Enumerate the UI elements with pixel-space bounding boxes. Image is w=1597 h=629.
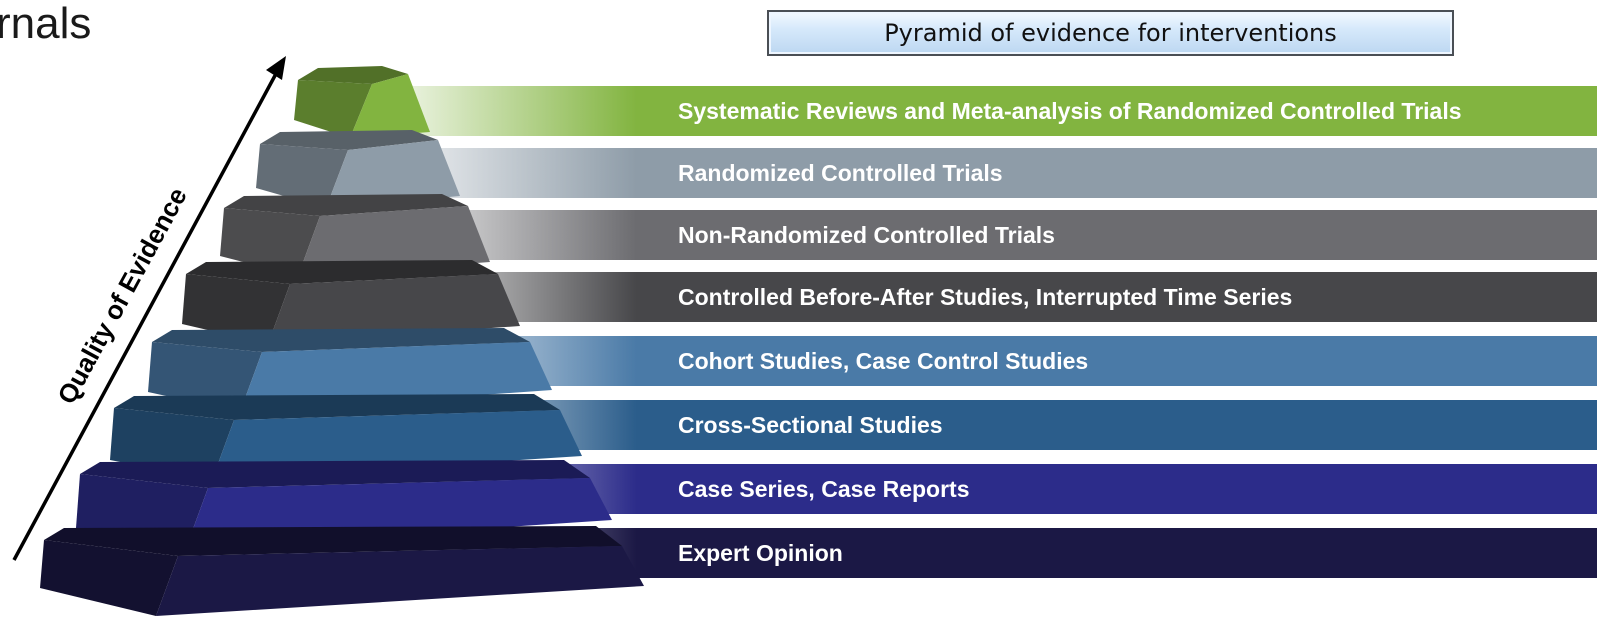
band-label-1: Systematic Reviews and Meta-analysis of … xyxy=(678,98,1462,124)
axis-arrow-head xyxy=(266,56,286,80)
bands-layer: Systematic Reviews and Meta-analysis of … xyxy=(360,86,1597,578)
pyramid-tier-right-8 xyxy=(156,546,644,616)
pyramid-tier-top-2 xyxy=(260,130,438,150)
diagram-title-box: Pyramid of evidence for interventions xyxy=(767,10,1454,56)
pyramid-tier-right-3 xyxy=(298,206,490,276)
pyramid-tier-left-1 xyxy=(294,80,372,138)
pyramid-tier-left-8 xyxy=(40,540,178,616)
pyramid-tier-left-4 xyxy=(182,274,290,344)
pyramid-tier-left-2 xyxy=(256,144,348,208)
pyramid-tier-right-2 xyxy=(326,140,460,208)
band-4 xyxy=(360,272,1597,322)
band-1 xyxy=(360,86,1597,136)
pyramid-tier-left-3 xyxy=(220,208,320,276)
band-label-3: Non-Randomized Controlled Trials xyxy=(678,222,1055,248)
band-label-7: Case Series, Case Reports xyxy=(678,476,970,502)
pyramid-tier-left-5 xyxy=(148,342,262,412)
band-8 xyxy=(360,528,1597,578)
pyramid-tier-top-1 xyxy=(298,66,408,84)
pyramid-tier-right-1 xyxy=(350,74,430,138)
pyramid-tier-top-6 xyxy=(114,394,560,420)
band-5 xyxy=(360,336,1597,386)
band-label-8: Expert Opinion xyxy=(678,540,843,566)
pyramid-tier-top-3 xyxy=(224,194,468,216)
pyramid-tier-top-4 xyxy=(186,260,498,284)
band-2 xyxy=(360,148,1597,198)
pyramid-layer xyxy=(40,66,644,616)
band-label-4: Controlled Before-After Studies, Interru… xyxy=(678,284,1292,310)
pyramid-tier-right-4 xyxy=(268,274,520,344)
band-label-2: Randomized Controlled Trials xyxy=(678,160,1003,186)
band-3 xyxy=(360,210,1597,260)
pyramid-tier-top-5 xyxy=(152,328,530,352)
cut-off-title: rnals xyxy=(0,0,92,48)
pyramid-tier-top-7 xyxy=(80,460,590,488)
band-label-6: Cross-Sectional Studies xyxy=(678,412,943,438)
band-7 xyxy=(360,464,1597,514)
band-label-5: Cohort Studies, Case Control Studies xyxy=(678,348,1088,374)
band-6 xyxy=(360,400,1597,450)
axis-arrow-line xyxy=(12,69,280,561)
pyramid-tier-top-8 xyxy=(44,526,622,556)
